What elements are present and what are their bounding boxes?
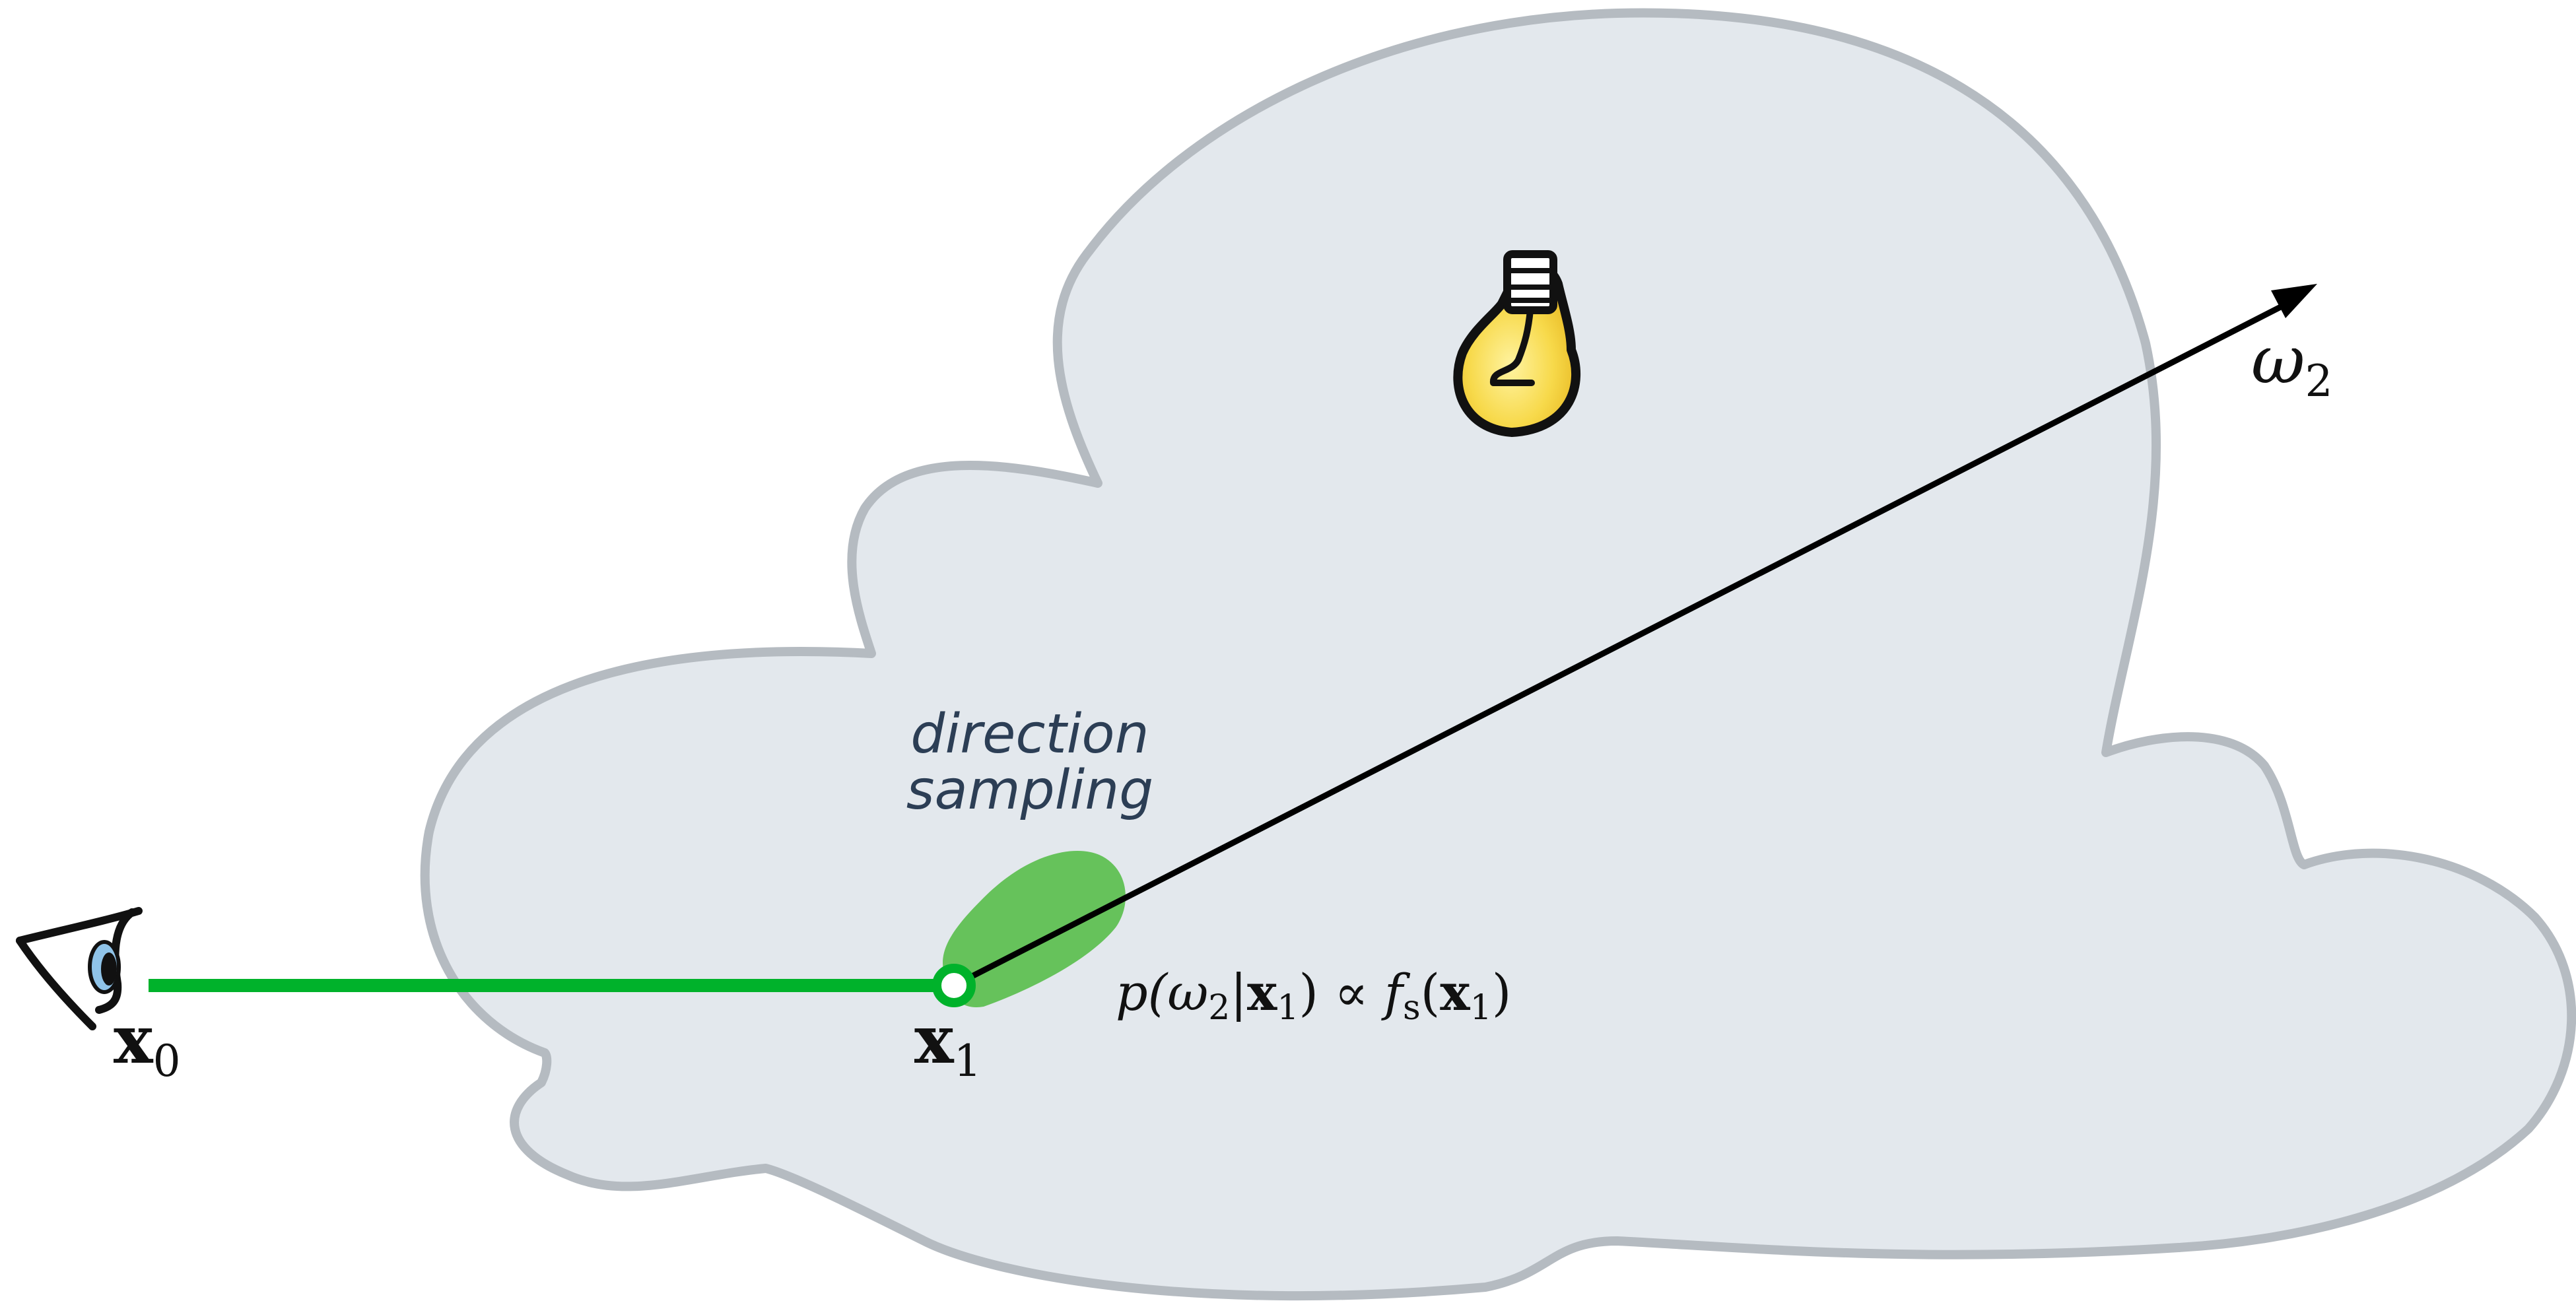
light-bulb-icon bbox=[1453, 250, 1580, 437]
label-x0: x0 bbox=[114, 1001, 181, 1086]
vertex-x1 bbox=[932, 964, 976, 1007]
label-x1: x1 bbox=[914, 1001, 982, 1086]
medium-cloud bbox=[420, 8, 2576, 1301]
eye-icon bbox=[16, 907, 143, 1030]
annotation-direction: direction bbox=[910, 703, 1149, 766]
annotation-sampling: sampling bbox=[906, 759, 1154, 822]
omega2-ray bbox=[952, 295, 2299, 989]
label-omega2: ω2 bbox=[2251, 321, 2333, 407]
formula-pdf: p(ω2|x1) ∝ fs(x1) bbox=[1116, 963, 1511, 1028]
omega2-arrowhead bbox=[2271, 284, 2317, 318]
